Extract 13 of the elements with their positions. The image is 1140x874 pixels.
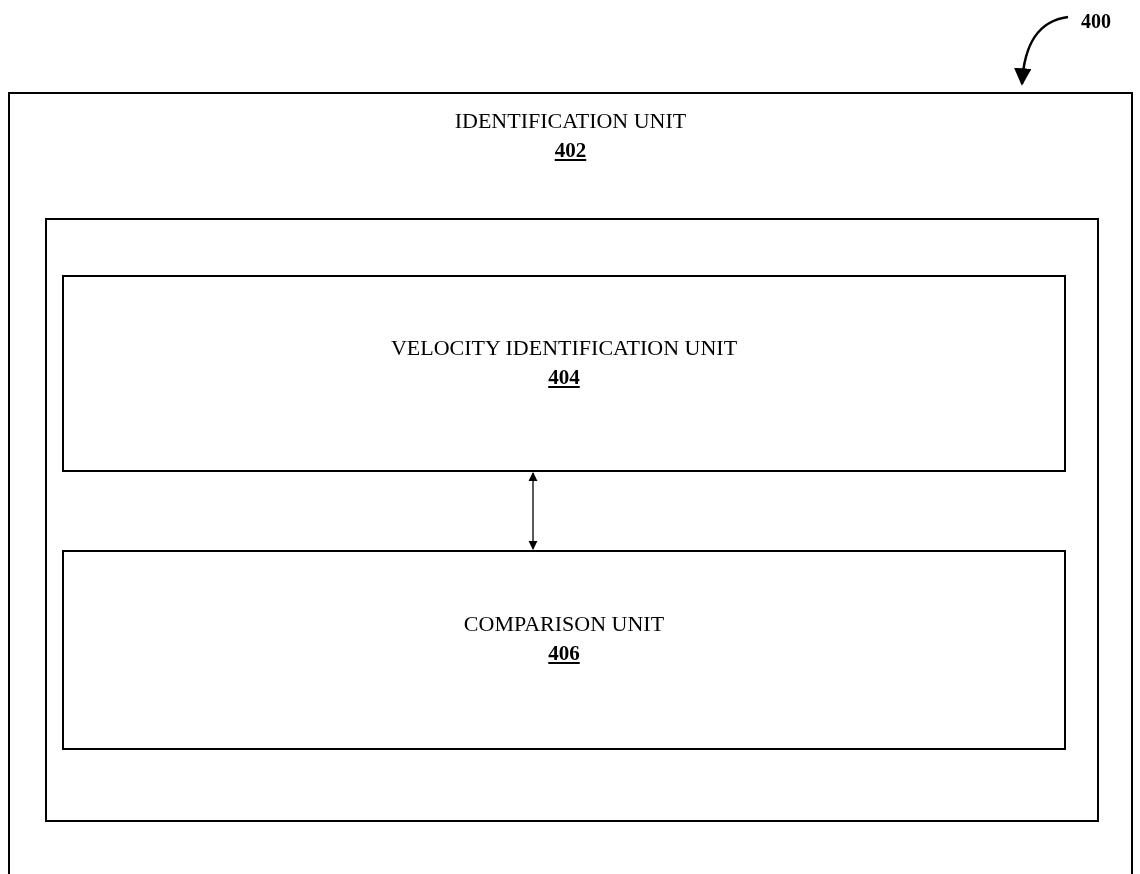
unit-label: IDENTIFICATION UNIT [454,107,687,135]
unit-box [8,92,1133,874]
unit-box [62,275,1066,472]
container-box [45,218,1099,822]
reference-number: 402 [554,137,587,164]
reference-number: 406 [548,640,580,667]
double-arrow [528,472,538,550]
reference-number: 404 [548,363,580,391]
unit-label: VELOCITY IDENTIFICATION UNIT [390,333,738,362]
unit-label: COMPARISON UNIT [463,610,665,638]
leader-arrow [1014,15,1069,86]
reference-label: 400 [1072,6,1120,32]
unit-box [62,550,1066,750]
